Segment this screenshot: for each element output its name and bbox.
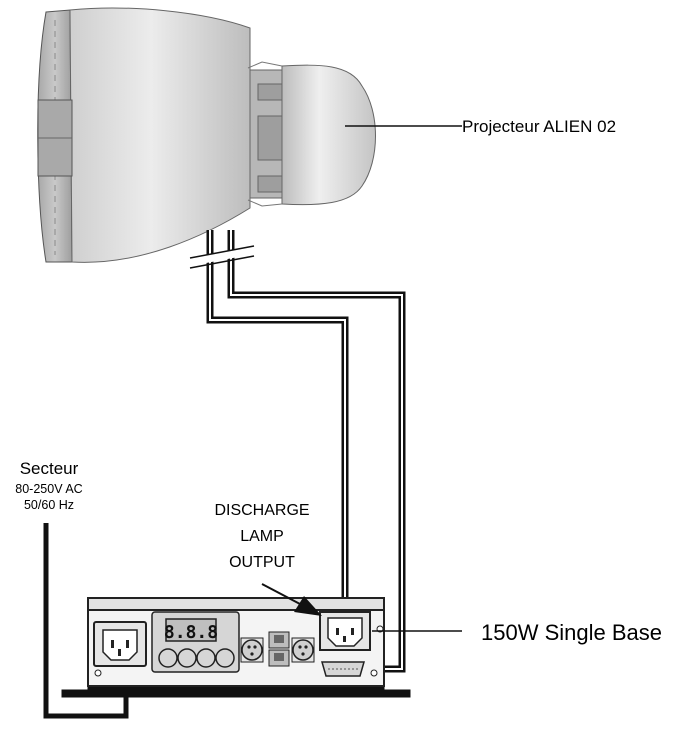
xlr-connector-icon[interactable]: [291, 637, 315, 663]
mains-frequency: 50/60 Hz: [23, 498, 75, 512]
power-inlet-icon[interactable]: [93, 621, 147, 667]
output-label-line2: LAMP: [240, 528, 284, 545]
mains-voltage: 80-250V AC: [15, 482, 83, 496]
control-button-3[interactable]: [196, 648, 216, 668]
led-display: [165, 618, 217, 642]
led-display-digits: 8.8.8: [164, 622, 218, 643]
xlr-connector-icon[interactable]: [240, 637, 264, 663]
ballast-box-icon: 8.8.8: [61, 597, 411, 698]
projector-head-icon: [37, 7, 376, 263]
control-button-4[interactable]: [215, 648, 235, 668]
control-button-1[interactable]: [158, 648, 178, 668]
single-base-label: 150W Single Base: [481, 620, 662, 645]
d-sub-connector-icon[interactable]: [321, 661, 365, 677]
control-button-2[interactable]: [177, 648, 197, 668]
rj45-port-icon[interactable]: [268, 631, 290, 667]
output-label-line1: DISCHARGE: [214, 502, 310, 519]
lamp-output-socket-icon[interactable]: [319, 611, 371, 651]
mains-title: Secteur: [19, 459, 79, 478]
output-label-line3: OUTPUT: [229, 554, 295, 571]
projector-label: Projecteur ALIEN 02: [462, 117, 617, 136]
output-arrow-icon: [261, 583, 322, 616]
projector-body: [69, 7, 251, 263]
projector-lens: [281, 64, 376, 206]
